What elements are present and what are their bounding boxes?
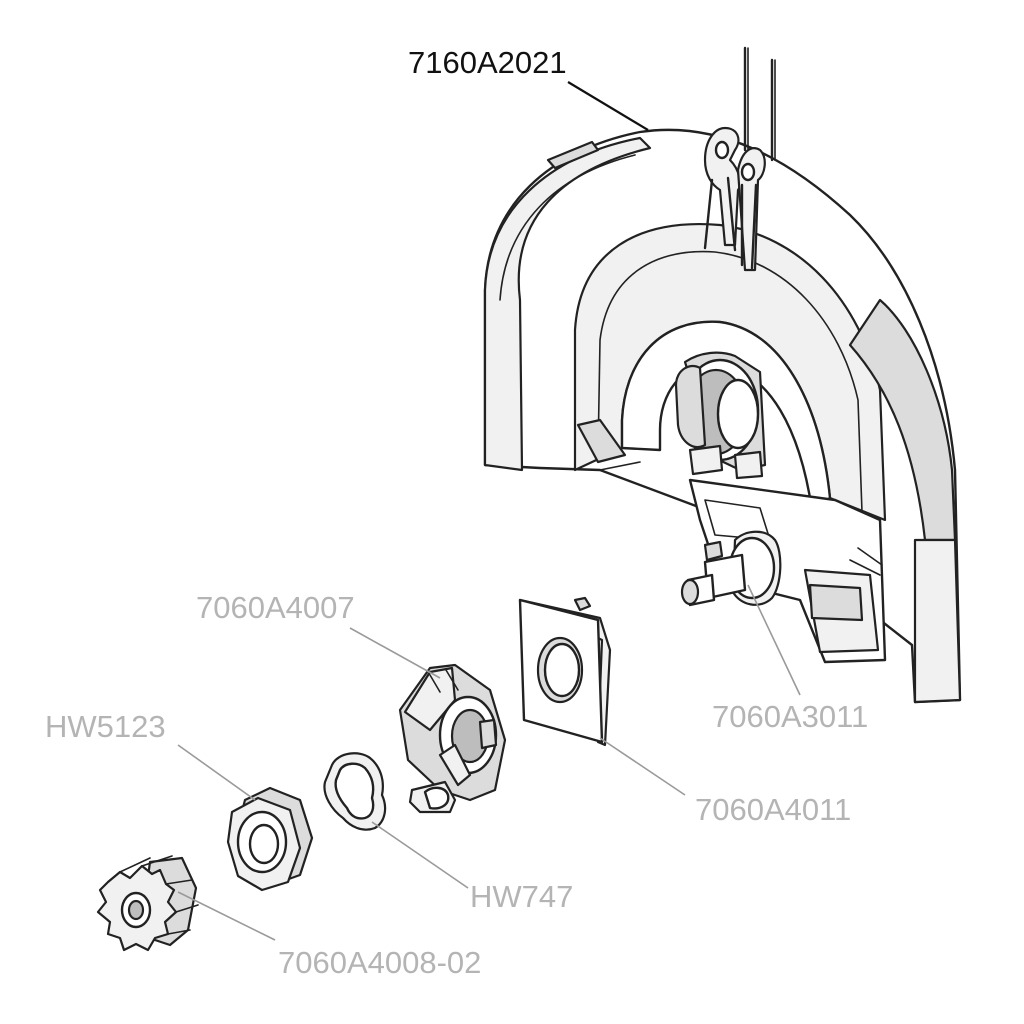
clutch-adapter-part-drawing — [398, 663, 507, 814]
end-plate-part-number: 7060A4011 — [695, 792, 851, 827]
hex-nut-leader-line — [177, 744, 256, 801]
hex-nut-part-number: HW5123 — [45, 709, 166, 744]
clutch-adapter-part-number: 7060A4007 — [196, 590, 355, 625]
axle-insert-part-drawing — [680, 530, 782, 607]
hex-nut-part-drawing — [226, 786, 314, 892]
axle-insert-leader-line — [747, 584, 801, 696]
wave-washer-part-number: HW747 — [470, 879, 573, 914]
end-plate-part-drawing — [518, 596, 612, 747]
drive-gear-part-number: 7060A4008-02 — [278, 945, 481, 980]
wave-washer-leader-line — [371, 821, 469, 889]
housing-part-number: 7160A2021 — [408, 45, 567, 80]
axle-insert-part-number: 7060A3011 — [712, 699, 868, 734]
housing-leader-line — [567, 81, 649, 131]
clutch-adapter-leader-line — [349, 627, 441, 679]
drive-gear-part-drawing — [96, 855, 199, 952]
wave-washer-part-drawing — [323, 752, 387, 831]
housing-part-drawing — [483, 46, 962, 704]
drive-gear-leader-line — [177, 891, 276, 941]
end-plate-leader-line — [599, 737, 686, 796]
